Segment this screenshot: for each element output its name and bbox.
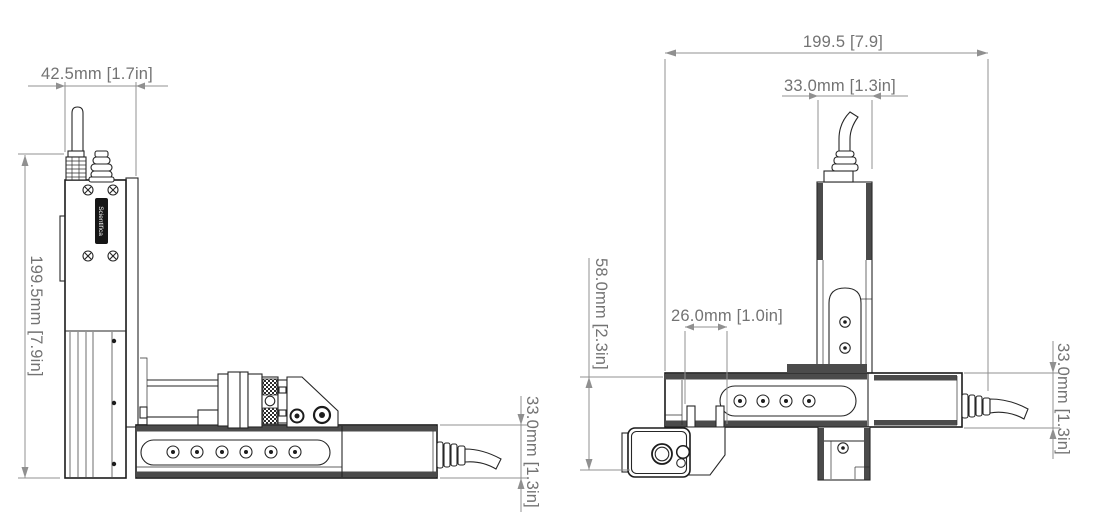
column-back-plate (125, 177, 139, 428)
cable-icon (838, 111, 859, 152)
right-view-column-lower (817, 426, 871, 481)
rail-cable-right (961, 393, 1029, 420)
knurled-knob (262, 407, 278, 425)
dim-overall-height: 199.5mm [7.9in] (18, 153, 64, 479)
cable-icon (989, 398, 1029, 420)
right-view-column-upper (816, 111, 873, 374)
rail-screws (733, 394, 816, 408)
column-slot (828, 287, 862, 373)
cable-connector-left (65, 106, 87, 181)
brand-label-plate (95, 198, 108, 244)
left-view-dimensions: 42.5mm [1.7in] 199.5mm [7.9in] 33.0mm [1… (18, 65, 541, 512)
dim-column-width-label: 33.0mm [1.3in] (784, 77, 896, 95)
cable-icon (71, 106, 84, 156)
cable-icon (464, 448, 502, 470)
dim-rail-height: 33.0mm [1.3in] (440, 396, 541, 512)
strain-relief-connector (88, 150, 115, 183)
dim-rail-height: 33.0mm [1.3in] (964, 341, 1072, 459)
dim-rail-height-label: 33.0mm [1.3in] (1054, 343, 1072, 455)
dim-overall-length: 199.5 [7.9] (664, 33, 989, 391)
right-view: 199.5 [7.9] 33.0mm [1.3in] 26.0mm [1.0in… (580, 33, 1072, 481)
column-top-connector (823, 111, 859, 183)
column-screws (82, 184, 119, 262)
dim-depth: 42.5mm [1.7in] (28, 65, 168, 176)
dim-drop-height: 58.0mm [2.3in] (580, 258, 663, 471)
dim-clamp-width: 26.0mm [1.0in] (671, 307, 783, 424)
dim-clamp-width-label: 26.0mm [1.0in] (671, 307, 783, 325)
right-view-dimensions: 199.5 [7.9] 33.0mm [1.3in] 26.0mm [1.0in… (580, 33, 1072, 471)
brand-label: Scientifica (97, 206, 104, 236)
column-side-tab (59, 215, 66, 282)
carriage-mount-plate (787, 364, 867, 373)
right-view-clamp-block (621, 405, 726, 478)
knurled-knob (262, 378, 278, 396)
dim-column-width: 33.0mm [1.3in] (782, 77, 908, 169)
left-view-carriage (139, 357, 339, 429)
left-view-column: Scientifica (59, 106, 139, 479)
dim-depth-label: 42.5mm [1.7in] (41, 65, 153, 83)
dim-rail-height-label: 33.0mm [1.3in] (523, 396, 541, 508)
mounting-slot (719, 385, 857, 417)
dim-overall-height-label: 199.5mm [7.9in] (27, 255, 45, 376)
rail-screws (166, 445, 302, 459)
right-view-rail (664, 364, 1029, 428)
rail-cable-right (436, 441, 502, 470)
left-view-rail (135, 424, 502, 479)
mounting-slot (140, 439, 331, 466)
dim-drop-height-label: 58.0mm [2.3in] (592, 258, 610, 370)
dim-overall-length-label: 199.5 [7.9] (803, 33, 883, 51)
left-view: Scientifica (18, 65, 541, 512)
